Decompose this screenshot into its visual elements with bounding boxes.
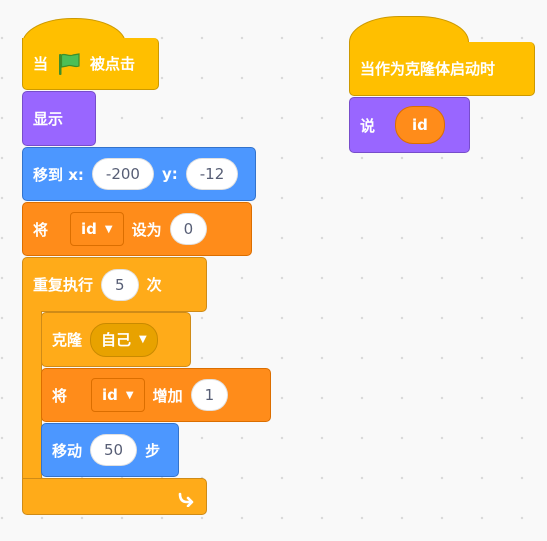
goto-x-input[interactable]: -200 <box>91 158 154 190</box>
repeat-block-bottom[interactable] <box>22 478 207 515</box>
change-var-dropdown[interactable]: id ▼ <box>91 378 145 412</box>
when-start-as-clone-block[interactable]: 当作为克隆体启动时 <box>349 42 535 96</box>
move-steps-block[interactable]: 移动 50 步 <box>41 423 179 477</box>
change-var-name: id <box>102 386 118 404</box>
show-block[interactable]: 显示 <box>22 91 96 146</box>
clone-target-value: 自己 <box>101 331 132 349</box>
set-var-value-input[interactable]: 0 <box>169 213 208 245</box>
loop-arrow-icon <box>176 487 196 507</box>
goto-y-label: y: <box>161 165 178 183</box>
repeat-block[interactable]: 重复执行 5 次 <box>22 257 207 312</box>
when-flag-clicked-block[interactable]: 当 被点击 <box>22 38 159 90</box>
when-flag-suffix: 被点击 <box>90 55 136 73</box>
repeat-suffix: 次 <box>146 276 162 294</box>
set-var-to-label: 设为 <box>131 220 162 239</box>
goto-y-input[interactable]: -12 <box>185 158 239 190</box>
when-flag-prefix: 当 <box>33 55 49 73</box>
dropdown-arrow-icon: ▼ <box>125 389 134 401</box>
clone-target-dropdown[interactable]: 自己 ▼ <box>90 322 158 357</box>
show-label: 显示 <box>33 110 64 128</box>
clone-label: 克隆 <box>52 331 83 349</box>
move-suffix: 步 <box>145 441 161 460</box>
set-var-label: 将 <box>33 220 49 239</box>
green-flag-icon <box>56 52 82 76</box>
set-var-name: id <box>81 220 97 238</box>
goto-xy-block[interactable]: 移到 x: -200 y: -12 <box>22 147 256 201</box>
change-var-by-label: 增加 <box>152 386 183 405</box>
id-variable-reporter[interactable]: id <box>395 106 445 144</box>
change-var-value-input[interactable]: 1 <box>190 379 229 411</box>
change-variable-block[interactable]: 将 id ▼ 增加 1 <box>41 368 271 422</box>
repeat-label: 重复执行 <box>33 276 94 294</box>
when-clone-label: 当作为克隆体启动时 <box>360 60 496 78</box>
set-variable-block[interactable]: 将 id ▼ 设为 0 <box>22 202 252 256</box>
dropdown-arrow-icon: ▼ <box>104 223 113 235</box>
move-steps-input[interactable]: 50 <box>90 434 138 466</box>
say-label: 说 <box>360 116 376 135</box>
say-block[interactable]: 说 id <box>349 97 470 153</box>
create-clone-block[interactable]: 克隆 自己 ▼ <box>41 312 191 367</box>
change-var-label: 将 <box>52 386 68 405</box>
set-var-dropdown[interactable]: id ▼ <box>70 212 124 246</box>
repeat-count-input[interactable]: 5 <box>101 268 139 301</box>
move-label: 移动 <box>52 441 83 460</box>
repeat-block-arm <box>22 311 42 481</box>
dropdown-arrow-icon: ▼ <box>139 334 147 345</box>
goto-x-label: 移到 x: <box>33 165 84 184</box>
